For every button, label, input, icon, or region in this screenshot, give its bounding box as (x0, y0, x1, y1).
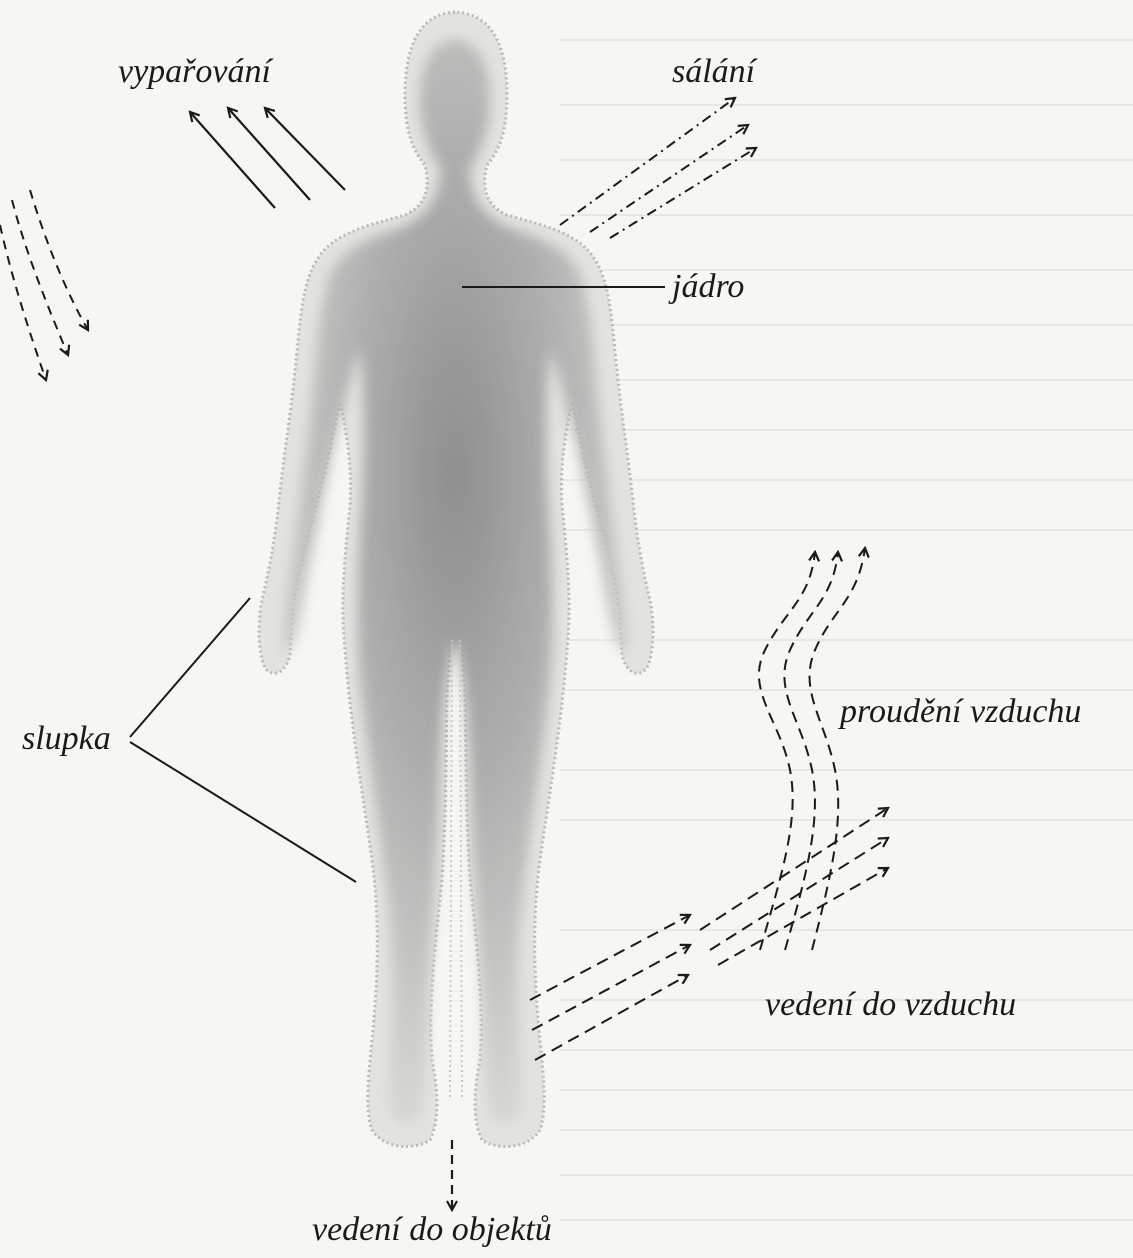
evaporation-arrows (190, 108, 345, 208)
label-conduction-air: vedení do vzduchu (765, 988, 1016, 1022)
conduction-air-arrow-4 (700, 808, 888, 930)
conduction-air-arrow-5 (710, 838, 888, 950)
label-convection: proudění vzduchu (840, 695, 1081, 729)
conduction-air-arrow-3 (535, 975, 688, 1060)
leg-gap (450, 640, 462, 1100)
shell-leader-lower (130, 742, 356, 882)
label-radiation: sálání (672, 55, 755, 89)
incoming-heat-arrows (0, 190, 88, 380)
incoming-arrow-3 (30, 190, 88, 330)
radiation-arrow-1 (560, 98, 735, 225)
label-conduction-objects: vedení do objektů (312, 1213, 552, 1247)
convection-arrows (759, 548, 865, 950)
radiation-arrow-3 (610, 148, 756, 238)
label-shell: slupka (22, 722, 111, 756)
shell-leader-upper (130, 598, 250, 737)
label-evaporation: vypařování (118, 55, 271, 89)
incoming-arrow-1 (0, 225, 46, 380)
convection-arrow-3 (810, 548, 865, 950)
body-core (283, 40, 626, 1123)
radiation-arrows (560, 98, 756, 238)
human-body (259, 12, 653, 1147)
evaporation-arrow-1 (190, 112, 275, 208)
conduction-air-arrow-6 (718, 868, 888, 965)
evaporation-arrow-2 (228, 108, 310, 200)
evaporation-arrow-3 (265, 108, 345, 190)
label-core: jádro (672, 270, 744, 304)
